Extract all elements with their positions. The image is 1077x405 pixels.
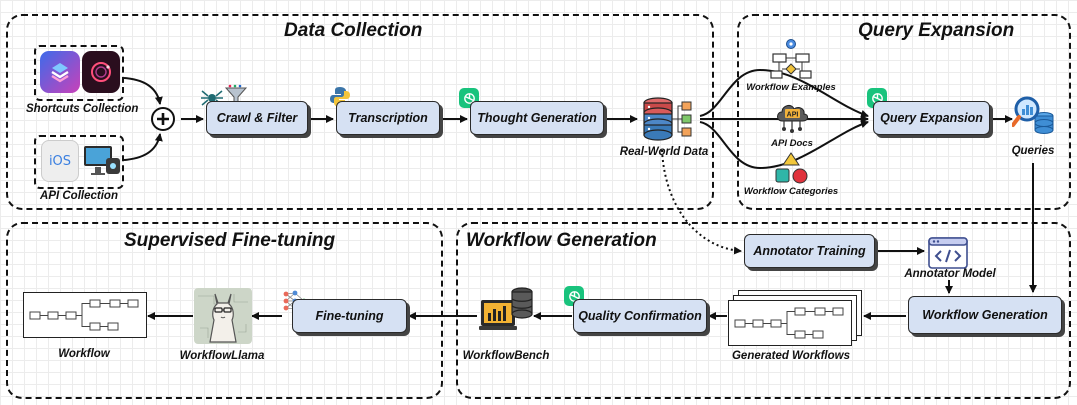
ios-text: iOS — [48, 153, 72, 169]
search-database-icon — [1011, 94, 1056, 138]
annotator-training-node[interactable]: Annotator Training — [744, 234, 875, 268]
crawl-filter-node[interactable]: Crawl & Filter — [206, 101, 308, 135]
api-to-plus-arrow — [123, 133, 163, 161]
generated-workflow-card-front — [728, 300, 852, 346]
workflow-label: Workflow — [58, 348, 110, 360]
data-to-annotator-dotted-arrow — [661, 149, 742, 255]
quality-confirmation-node[interactable]: Quality Confirmation — [573, 299, 707, 333]
queries-label: Queries — [1011, 145, 1055, 157]
api-badge-text: API — [787, 112, 799, 119]
workflow-generation-section — [456, 222, 1071, 399]
data-to-examples-arrow — [699, 68, 869, 118]
transcription-node[interactable]: Transcription — [336, 101, 440, 135]
data-to-categories-arrow — [699, 120, 869, 170]
api-collection-box — [34, 135, 124, 189]
workflow-generation-node[interactable]: Workflow Generation — [908, 296, 1062, 334]
fine-tuning-node[interactable]: Fine-tuning — [292, 299, 407, 333]
plus-icon — [151, 107, 175, 131]
real-world-data-label: Real-World Data — [619, 146, 709, 158]
thought-generation-node[interactable]: Thought Generation — [470, 101, 604, 135]
api-collection-label: API Collection — [40, 190, 118, 202]
workflow-categories-label: Workflow Categories — [743, 186, 839, 197]
workflow-generation-title: Workflow Generation — [466, 230, 657, 251]
database-icon — [640, 96, 700, 144]
api-docs-label: API Docs — [771, 138, 813, 149]
shortcuts-app-icon — [40, 51, 80, 93]
shapes-icon — [773, 152, 809, 186]
shortcuts-to-plus-arrow — [123, 77, 163, 105]
data-collection-title: Data Collection — [284, 20, 423, 41]
benchmark-icon — [478, 286, 534, 338]
workflow-card — [23, 292, 147, 338]
query-expansion-title: Query Expansion — [858, 20, 1015, 41]
workflow-examples-label: Workflow Examples — [746, 82, 836, 93]
api-cloud-icon: API — [772, 97, 812, 137]
workflowbench-label: WorkflowBench — [462, 350, 550, 362]
flowchart-icon — [768, 38, 814, 84]
shortcuts-collection-label: Shortcuts Collection — [26, 103, 139, 115]
shortcuts-collection-box — [34, 45, 124, 101]
code-window-icon — [928, 237, 968, 269]
supervised-finetuning-title: Supervised Fine-tuning — [124, 230, 336, 251]
annotator-model-label: Annotator Model — [904, 268, 996, 280]
mac-icon — [82, 140, 122, 182]
orbit-app-icon — [82, 51, 120, 93]
ios-icon: iOS — [41, 140, 79, 182]
llama-icon — [194, 288, 252, 344]
data-collection-section — [6, 14, 714, 210]
workflowllama-label: WorkflowLlama — [179, 350, 265, 362]
generated-workflows-label: Generated Workflows — [731, 350, 850, 362]
query-expansion-section — [737, 14, 1071, 210]
supervised-finetuning-section — [6, 222, 443, 399]
query-expansion-node[interactable]: Query Expansion — [873, 101, 990, 135]
